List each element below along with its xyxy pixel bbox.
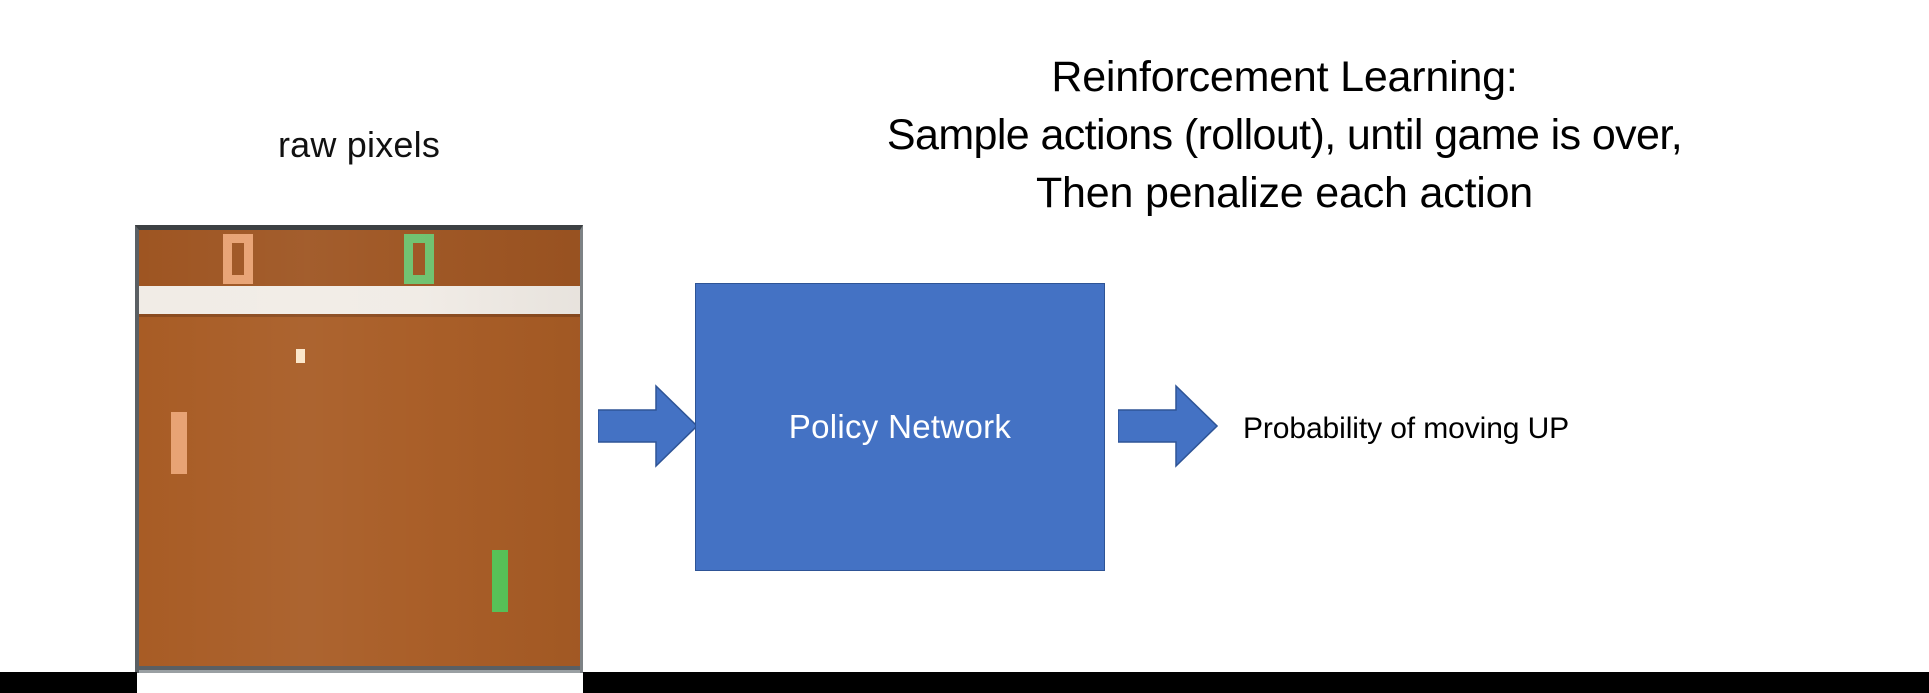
raw-pixels-caption: raw pixels [277, 124, 441, 165]
agent-paddle [492, 550, 508, 612]
title-line-2: Sample actions (rollout), until game is … [886, 111, 1683, 159]
score-digit-opponent [223, 234, 253, 284]
policy-network-label: Policy Network [788, 408, 1012, 445]
arrow-right-icon-output [1118, 384, 1218, 468]
title-line-3: Then penalize each action [1035, 169, 1534, 217]
score-band [139, 230, 580, 286]
pong-game-screen [135, 225, 583, 673]
arrow-right-icon [1118, 384, 1218, 468]
slide-title: Reinforcement Learning: Sample actions (… [640, 48, 1929, 222]
letterbox-bar-left [0, 672, 137, 693]
letterbox-bar-right [583, 672, 1929, 693]
pong-ball [296, 349, 305, 363]
arrow-right-icon-input [598, 384, 698, 468]
screen-bottom-edge [139, 666, 580, 673]
title-line-1: Reinforcement Learning: [1051, 53, 1518, 101]
output-probability-label: Probability of moving UP [1243, 412, 1570, 445]
arrow-right-icon [598, 384, 698, 468]
score-digit-agent [404, 234, 434, 284]
opponent-paddle [171, 412, 187, 474]
policy-network-box[interactable]: Policy Network [695, 283, 1105, 571]
court-divider-band [139, 286, 580, 317]
